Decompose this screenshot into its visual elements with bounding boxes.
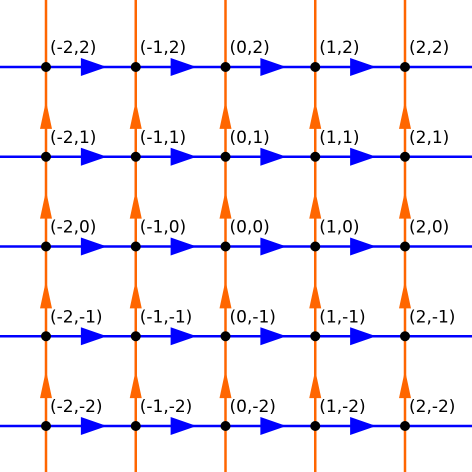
lattice-node	[400, 241, 410, 252]
node-label: (2,-2)	[409, 397, 455, 417]
node-label: (2,0)	[409, 218, 449, 238]
edge-arrows	[40, 58, 411, 435]
node-label: (0,1)	[230, 128, 270, 148]
right-arrow-icon	[260, 327, 287, 346]
node-label: (-2,-1)	[50, 307, 103, 327]
up-arrow-icon	[399, 370, 411, 399]
lattice-node	[130, 331, 141, 342]
node-label: (1,0)	[319, 218, 359, 238]
node-label: (0,-2)	[230, 397, 276, 417]
right-arrow-icon	[260, 417, 287, 435]
up-arrow-icon	[399, 100, 411, 129]
lattice-node	[310, 151, 321, 162]
right-arrow-icon	[170, 58, 197, 76]
up-arrow-icon	[399, 190, 411, 219]
node-label: (0,-1)	[230, 307, 276, 327]
lattice-node	[220, 331, 231, 342]
lattice-node	[310, 331, 321, 342]
node-label: (1,1)	[319, 128, 359, 148]
node-label: (1,2)	[319, 38, 359, 58]
node-labels: (-2,2) (-1,2) (0,2) (1,2) (2,2) (-2,1) (-1,1) (…	[50, 38, 455, 417]
node-label: (-2,1)	[50, 128, 96, 148]
right-arrow-icon	[80, 327, 107, 346]
right-arrow-icon	[350, 147, 377, 166]
node-label: (-2,0)	[50, 218, 96, 238]
node-label: (0,2)	[230, 38, 270, 58]
right-arrow-icon	[170, 147, 197, 166]
node-label: (2,1)	[409, 128, 449, 148]
node-label: (0,0)	[230, 218, 270, 238]
right-arrow-icon	[80, 237, 107, 256]
right-arrow-icon	[350, 237, 377, 256]
right-arrow-icon	[170, 417, 197, 435]
up-arrow-icon	[309, 280, 322, 309]
up-arrow-icon	[40, 370, 52, 399]
lattice-node	[41, 151, 51, 162]
up-arrow-icon	[129, 100, 142, 129]
up-arrow-icon	[309, 100, 322, 129]
node-label: (-2,2)	[50, 38, 96, 58]
up-arrow-icon	[40, 190, 52, 219]
node-label: (2,2)	[409, 38, 449, 58]
right-arrow-icon	[80, 417, 107, 435]
node-label: (-1,-2)	[140, 397, 193, 417]
up-arrow-icon	[219, 190, 232, 219]
lattice-node	[130, 421, 141, 431]
horizontal-edges	[0, 65, 472, 428]
lattice-node	[310, 421, 321, 431]
lattice-node	[400, 62, 410, 72]
lattice-node	[400, 421, 410, 431]
up-arrow-icon	[399, 280, 411, 309]
lattice-node	[41, 241, 51, 252]
node-label: (-2,-2)	[50, 397, 103, 417]
lattice-node	[220, 421, 231, 431]
lattice-node	[220, 241, 231, 252]
node-label: (2,-1)	[409, 307, 455, 327]
right-arrow-icon	[170, 327, 197, 346]
right-arrow-icon	[260, 147, 287, 166]
right-arrow-icon	[80, 147, 107, 166]
lattice-node	[400, 331, 410, 342]
lattice-node	[130, 241, 141, 252]
lattice-node	[41, 331, 51, 342]
up-arrow-icon	[129, 190, 142, 219]
lattice-node	[310, 62, 321, 72]
up-arrow-icon	[40, 280, 52, 309]
up-arrow-icon	[309, 190, 322, 219]
node-label: (-1,0)	[140, 218, 186, 238]
node-label: (-1,2)	[140, 38, 186, 58]
up-arrow-icon	[219, 280, 232, 309]
lattice-node	[41, 421, 51, 431]
right-arrow-icon	[260, 237, 287, 256]
right-arrow-icon	[350, 327, 377, 346]
lattice-node	[310, 241, 321, 252]
node-label: (1,-1)	[319, 307, 365, 327]
lattice-node	[130, 151, 141, 162]
node-label: (-1,1)	[140, 128, 186, 148]
right-arrow-icon	[350, 417, 377, 435]
up-arrow-icon	[219, 370, 232, 399]
up-arrow-icon	[129, 370, 142, 399]
right-arrow-icon	[170, 237, 197, 256]
node-label: (1,-2)	[319, 397, 365, 417]
right-arrow-icon	[80, 58, 107, 76]
lattice-node	[41, 62, 51, 72]
right-arrow-icon	[350, 58, 377, 76]
node-label: (-1,-1)	[140, 307, 193, 327]
lattice-node	[130, 62, 141, 72]
up-arrow-icon	[219, 100, 232, 129]
lattice-node	[400, 151, 410, 162]
up-arrow-icon	[309, 370, 322, 399]
lattice-node	[220, 62, 231, 72]
lattice-node	[220, 151, 231, 162]
up-arrow-icon	[129, 280, 142, 309]
right-arrow-icon	[260, 58, 287, 76]
lattice-nodes	[41, 62, 410, 431]
up-arrow-icon	[40, 100, 52, 129]
